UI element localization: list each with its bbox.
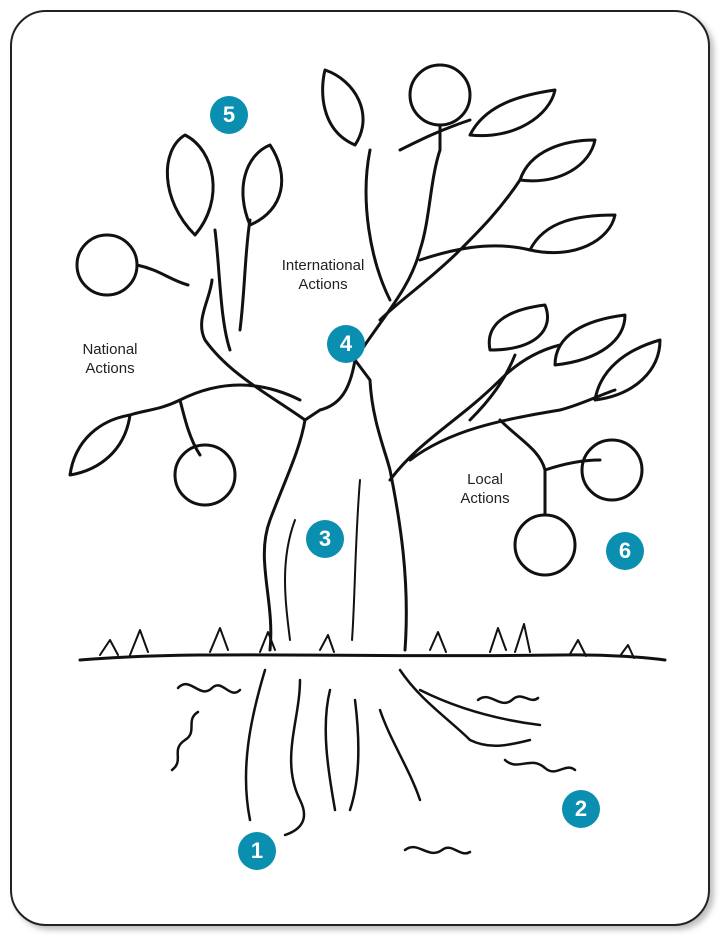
fruit <box>77 235 137 295</box>
worm <box>405 847 470 853</box>
roots <box>246 670 540 835</box>
fruit <box>175 445 235 505</box>
marker-1: 1 <box>238 832 276 870</box>
ground-line <box>80 655 665 660</box>
marker-3: 3 <box>306 520 344 558</box>
leaf <box>470 90 555 136</box>
leaf <box>520 140 595 181</box>
worm <box>178 684 240 693</box>
leaf <box>167 135 213 235</box>
ground-grass <box>100 624 634 658</box>
leaf <box>530 215 615 253</box>
marker-4: 4 <box>327 325 365 363</box>
worm <box>478 696 538 702</box>
trunk-line-right <box>352 480 360 640</box>
trunk-line-left <box>285 520 295 640</box>
fruit <box>582 440 642 500</box>
leaf <box>489 305 547 350</box>
label-local-actions: Local Actions <box>425 470 545 508</box>
leaf <box>323 70 363 145</box>
label-international-actions: International Actions <box>263 256 383 294</box>
leaf <box>70 415 130 475</box>
label-national-actions: National Actions <box>50 340 170 378</box>
fruit <box>410 65 470 125</box>
worm <box>505 760 575 771</box>
fruit <box>515 515 575 575</box>
leaf <box>555 315 625 365</box>
worm <box>172 712 198 770</box>
marker-2: 2 <box>562 790 600 828</box>
marker-5: 5 <box>210 96 248 134</box>
leaf <box>243 145 282 225</box>
marker-6: 6 <box>606 532 644 570</box>
branch-international <box>355 120 530 360</box>
